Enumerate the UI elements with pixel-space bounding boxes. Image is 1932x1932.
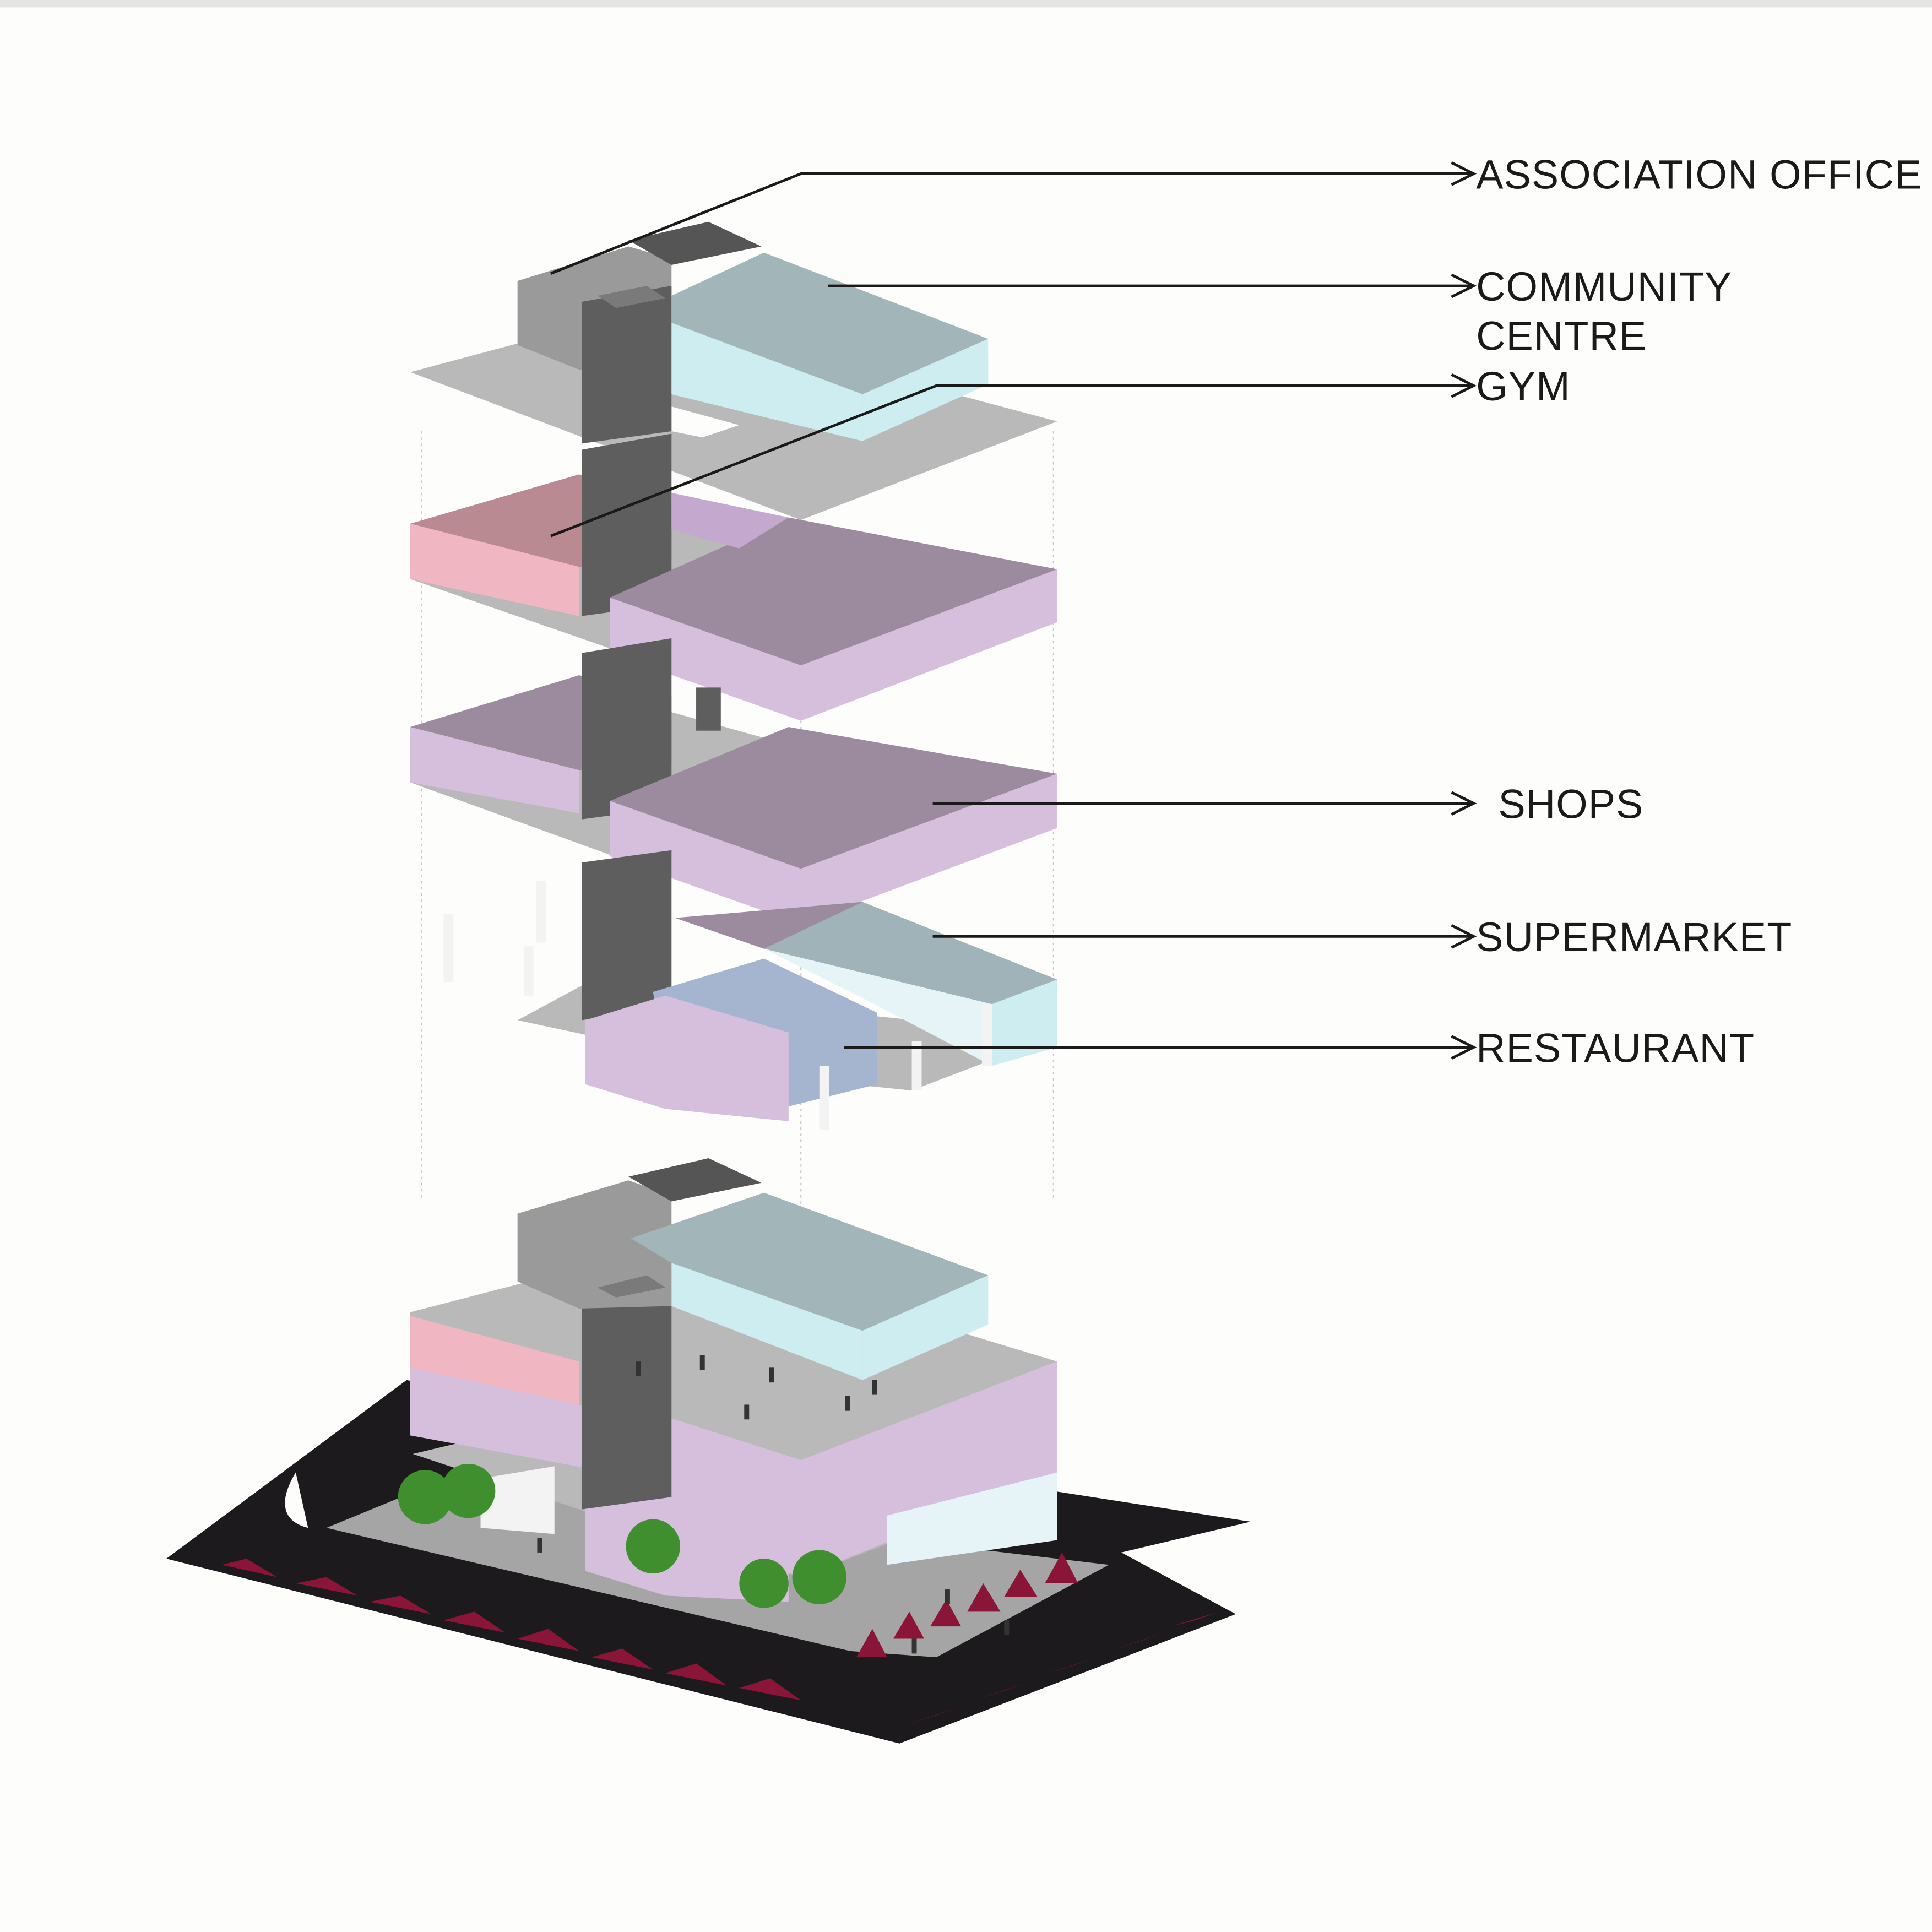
community-centre-side (671, 323, 863, 441)
label-association-office: ASSOCIATION OFFICE (550, 151, 1922, 275)
ground-white (480, 1466, 555, 1534)
label-text: ASSOCIATION OFFICE (1476, 151, 1922, 197)
label-restaurant: RESTAURANT (844, 1025, 1755, 1071)
shops-side-left (410, 1367, 610, 1473)
level-community (410, 221, 1057, 520)
label-shops: SHOPS (932, 782, 1643, 827)
label-text: SUPERMARKET (1476, 914, 1792, 960)
shops-right-top (610, 726, 1057, 869)
label-text: RESTAURANT (1476, 1025, 1755, 1071)
community-centre-top (671, 252, 989, 394)
shops-side (610, 598, 801, 721)
label-text: GYM (1476, 363, 1570, 409)
level-gym-shops (410, 433, 1057, 721)
community-top (631, 1192, 989, 1331)
trees (398, 1463, 846, 1608)
assembled-building (166, 1158, 1251, 1744)
label-text: SHOPS (1498, 782, 1643, 827)
label-text: CENTRE (1476, 313, 1647, 359)
label-supermarket: SUPERMARKET (932, 914, 1792, 960)
top-border (0, 0, 1932, 8)
label-community-centre: COMMUNITY CENTRE (828, 264, 1732, 359)
level-supermarket-restaurant (443, 850, 1057, 1130)
columns (443, 881, 992, 1130)
gym-side (410, 1316, 579, 1405)
core (581, 286, 672, 444)
level-shops (410, 638, 1057, 924)
gym-side (410, 523, 579, 616)
shops-top (610, 517, 1057, 666)
label-text: COMMUNITY (1476, 264, 1732, 310)
cafe-shops (585, 995, 789, 1121)
label-gym: GYM (550, 363, 1570, 538)
street-markers (221, 1552, 1220, 1725)
supermarket-side (764, 948, 992, 1066)
people (537, 1355, 1010, 1654)
